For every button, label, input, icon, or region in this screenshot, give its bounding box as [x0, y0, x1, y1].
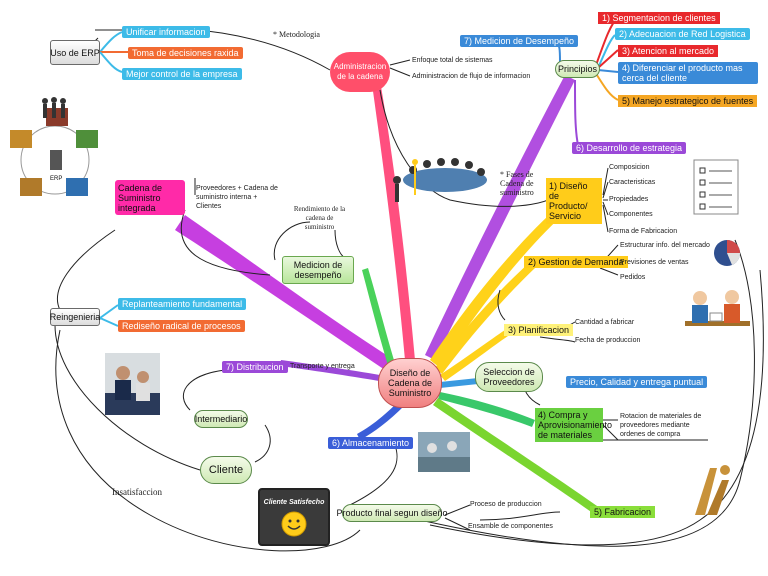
branch-fabricacion [433, 398, 600, 514]
planificacion-item-cantidad: Cantidad a fabricar [575, 319, 635, 326]
branch-administracion [370, 70, 415, 360]
producto-item-composicion: Composicion [609, 164, 650, 171]
branch-reingenieria [99, 304, 119, 327]
meeting-table-icon [393, 158, 487, 202]
distribucion-item-transporte: Transporte y entrega [290, 363, 355, 370]
fabricacion-item-proceso: Proceso de produccion [470, 501, 542, 508]
cliente-satisfecho-badge: Cliente Satisfecho [258, 488, 330, 546]
uso-erp-item-toma[interactable]: Toma de decisiones raxida [128, 47, 243, 59]
principio-4[interactable]: 4) Diferenciar el producto mas cerca del… [618, 62, 758, 84]
cadena-integrada-node[interactable]: Cadena de Suministro integrada [115, 180, 185, 215]
worker-figure-icon [695, 465, 730, 515]
principio-1[interactable]: 1) Segmentacion de clientes [598, 12, 720, 24]
branch-planificacion [440, 330, 508, 381]
fase-2-demanda[interactable]: 2) Gestion de Demanda [524, 256, 628, 268]
rendimiento-note: Rendimiento de la cadena de suministro [293, 205, 346, 231]
erp-diagram-graphic: ERP [10, 108, 98, 196]
cliente-satisfecho-label: Cliente Satisfecho [263, 498, 325, 506]
principio-2[interactable]: 2) Adecuacion de Red Logistica [615, 28, 750, 40]
admin-item-enfoque: Enfoque total de sistemas [412, 57, 493, 64]
demanda-item-estructurar: Estructurar info. del mercado [620, 242, 710, 249]
uso-erp-node[interactable]: Uso de ERP [50, 40, 100, 65]
center-node[interactable]: Diseño de Cadena de Suministro [378, 358, 442, 408]
fases-note: * Fases de Cadena de suministro [500, 170, 534, 197]
principio-5[interactable]: 5) Manejo estrategico de fuentes [618, 95, 758, 107]
branch-fases [430, 205, 566, 368]
fase-5-fabricacion[interactable]: 5) Fabricacion [590, 506, 656, 518]
branch-seleccion [440, 378, 478, 388]
intermediario-node[interactable]: Intermediario [194, 410, 248, 428]
fase-1-producto[interactable]: 1) Diseño de Producto/ Servicio [546, 178, 602, 224]
principio-3[interactable]: 3) Atencion al mercado [618, 45, 719, 57]
producto-final-node[interactable]: Producto final segun diseño [336, 504, 448, 522]
branch-distribucion [280, 360, 386, 382]
compra-desc: Rotacion de materiales de proveedores me… [620, 413, 702, 438]
cadena-integrada-desc: Proveedores + Cadena de suministro inter… [196, 185, 278, 210]
branch-principios [425, 75, 575, 360]
producto-item-caracteristicas: Caracteristicas [609, 179, 656, 186]
factory-workers-photo [418, 432, 470, 472]
fase-3-planificacion[interactable]: 3) Planificacion [504, 324, 574, 336]
reingenieria-item-rediseno[interactable]: Rediseño radical de procesos [118, 320, 245, 332]
branch-medicion [362, 268, 397, 372]
uso-erp-item-unificar[interactable]: Unificar informacion [122, 26, 210, 38]
seleccion-proveedores-node[interactable]: Seleccion de Proveedores [475, 362, 543, 392]
fase-6-almacenamiento[interactable]: 6) Almacenamiento [328, 437, 414, 449]
principio-7-medicion[interactable]: 7) Medicion de Desempeño [460, 35, 579, 47]
medicion-desempeno-node[interactable]: Medicion de desempeño [282, 256, 354, 284]
demanda-item-previsiones: Previsiones de ventas [620, 259, 689, 266]
administracion-node[interactable]: Administracion de la cadena [330, 52, 390, 92]
people-icon [42, 97, 66, 118]
pie-chart-icon [714, 240, 740, 266]
office-workers-photo [105, 353, 160, 415]
fase-7-distribucion[interactable]: 7) Distribucion [222, 361, 288, 373]
admin-item-flujo: Administracion de flujo de informacion [412, 73, 531, 80]
document-checklist-icon [693, 159, 739, 215]
principio-6-estrategia[interactable]: 6) Desarrollo de estrategia [572, 142, 687, 154]
branch-cadena-integrada [175, 215, 410, 380]
fabricacion-item-ensamble: Ensamble de componentes [468, 523, 553, 530]
meeting-people-icon [685, 290, 750, 326]
branch-almacenamiento [357, 400, 405, 440]
principios-node[interactable]: Principios [555, 60, 600, 78]
reingenieria-node[interactable]: Reingenieria [50, 308, 100, 326]
fase-4-compra[interactable]: 4) Compra y Aprovisionamiento de materia… [535, 408, 612, 442]
producto-item-propiedades: Propiedades [609, 196, 649, 203]
reingenieria-item-replanteamiento[interactable]: Replanteamiento fundamental [118, 298, 247, 310]
seleccion-item-precio[interactable]: Precio, Calidad y entrega puntual [566, 376, 708, 388]
producto-item-forma: Forma de Fabricacion [609, 228, 678, 235]
planificacion-item-fecha: Fecha de produccion [575, 337, 641, 344]
erp-center-label: ERP [50, 176, 62, 182]
producto-item-componentes: Componentes [609, 211, 653, 218]
cliente-node[interactable]: Cliente [200, 456, 252, 484]
uso-erp-item-control[interactable]: Mejor control de la empresa [122, 68, 242, 80]
branch-demanda [435, 262, 535, 374]
branch-compra [438, 392, 535, 427]
demanda-item-pedidos: Pedidos [620, 274, 646, 281]
smiley-icon [281, 511, 307, 536]
insatisfaccion-note: Insatisfaccion [112, 487, 162, 497]
metodologia-note: * Metodologia [273, 30, 320, 39]
